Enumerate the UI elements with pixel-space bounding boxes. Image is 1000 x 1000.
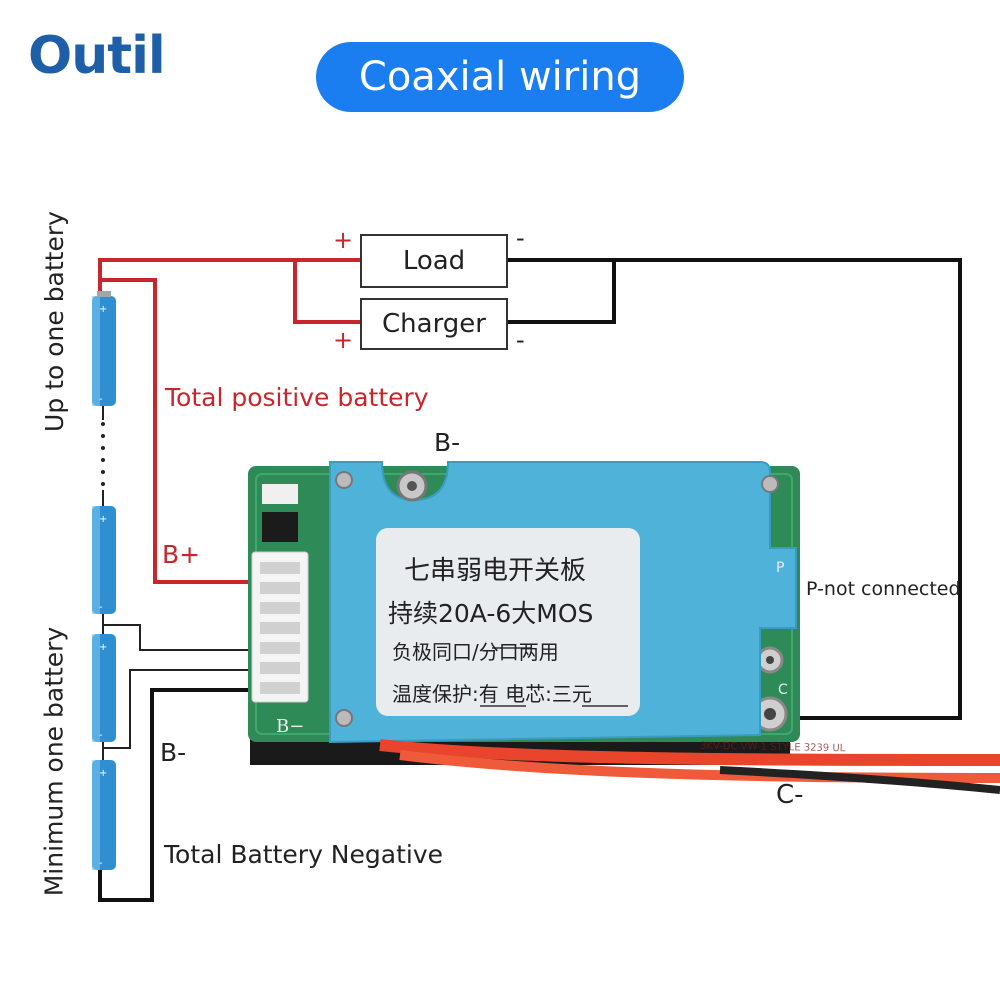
svg-text:-: - [99,858,103,869]
positive-wires [98,258,362,584]
battery-cell-4: +- [92,760,116,870]
p-not-connected-label: P-not connected [806,578,961,600]
positive-wire-to-charger [293,260,362,324]
output-cables [379,739,1000,794]
charger-label: Charger [382,309,486,339]
board-line-4: 温度保护:有 电芯:三元 [392,682,592,706]
page-title: Coaxial wiring [358,54,642,100]
board-line-2: 持续20A-6大MOS [388,599,594,628]
battery-cell-1: +- [92,291,116,406]
battery-cells: +- +- +- +- [92,291,116,870]
svg-text:+: + [99,514,107,525]
charger-box: Charger [360,298,508,350]
minimum-one-wrap: Minimum one battery [0,626,194,896]
logo-text: Outil [28,26,166,86]
load-box: Load [360,234,508,288]
board-line-3: 负极同口/分口两用 [392,640,559,664]
silk-c: C [778,682,788,698]
load-label: Load [402,246,466,276]
balance-wires [102,624,250,749]
b-plus-label: B+ [162,540,201,569]
load-negative-wire [506,258,962,720]
charger-negative-wire [506,260,616,324]
board-label [376,528,640,716]
total-negative-wire [98,688,250,902]
svg-text:-: - [99,602,103,613]
battery-cell-2: +- [92,506,116,614]
svg-text:+: + [99,768,107,779]
page-title-pill: Coaxial wiring [316,42,684,112]
svg-text:-: - [99,730,103,741]
total-positive-label: Total positive battery [165,383,429,412]
board-line-1: 七串弱电开关板 [404,556,587,586]
svg-text:+: + [99,304,107,315]
c-minus-label: C- [776,780,804,810]
positive-wire-to-load [98,258,362,300]
up-to-one-label: Up to one battery [39,210,69,432]
bms-board [248,461,800,765]
total-negative-label: Total Battery Negative [164,840,444,869]
battery-cell-3: +- [92,634,116,742]
b-plus-wire [100,278,250,584]
svg-text:+: + [99,642,107,653]
negative-wires [98,258,962,902]
load-plus-sign: + [333,226,354,254]
charger-minus-sign: - [516,326,525,354]
b-minus-left-label: B- [160,738,187,767]
charger-plus-sign: + [333,326,354,354]
load-minus-sign: - [516,224,525,252]
minimum-one-label: Minimum one battery [39,626,69,896]
silk-p: P [776,560,785,576]
up-to-one-wrap: Up to one battery [0,211,174,432]
svg-text:-: - [99,394,103,405]
battery-dots [101,422,105,486]
brand-logo: Outil [28,26,166,86]
silk-b-minus: B− [276,716,305,737]
b-minus-top-label: B- [434,428,461,457]
